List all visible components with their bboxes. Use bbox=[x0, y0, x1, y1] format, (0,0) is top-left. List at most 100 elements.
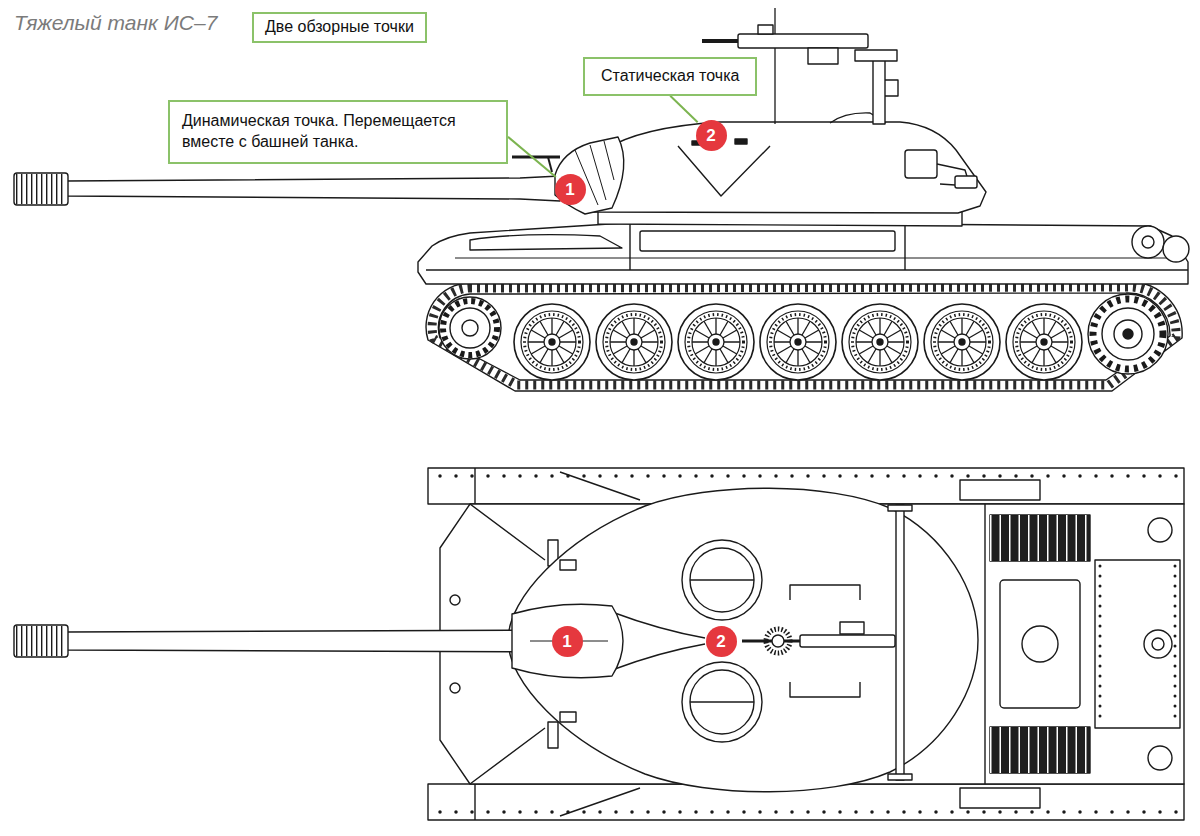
callout-number-text: 2 bbox=[716, 633, 725, 650]
turret-top bbox=[560, 560, 576, 570]
tank-top-view bbox=[14, 468, 1184, 820]
road-wheels bbox=[514, 304, 590, 380]
turret-top bbox=[888, 774, 912, 780]
callout-number: 1 bbox=[555, 174, 586, 205]
callout-number: 1 bbox=[552, 626, 583, 657]
fenders bbox=[440, 474, 1180, 478]
gun-barrel bbox=[14, 157, 560, 205]
hull-side bbox=[1132, 226, 1164, 258]
hull-top bbox=[1099, 566, 1102, 722]
road-wheels bbox=[1006, 304, 1082, 380]
turret-side bbox=[592, 113, 986, 226]
machine-gun bbox=[742, 622, 895, 653]
turret-top bbox=[612, 612, 705, 670]
callout-text: Динамическая точка. Перемещается вместе … bbox=[182, 111, 494, 153]
turret-side bbox=[955, 176, 977, 188]
hull-top bbox=[990, 727, 1090, 773]
turret-side bbox=[678, 146, 770, 196]
callout-box: Динамическая точка. Перемещается вместе … bbox=[168, 100, 508, 164]
gun-barrel bbox=[16, 174, 66, 204]
machine-gun bbox=[885, 80, 898, 96]
turret-top bbox=[560, 712, 576, 722]
machine-gun bbox=[766, 629, 790, 653]
hull-side bbox=[1163, 236, 1189, 262]
idler-wheel bbox=[450, 308, 490, 348]
turret-top bbox=[690, 701, 754, 702]
idler-wheel bbox=[462, 320, 478, 336]
gun-barrel bbox=[16, 626, 66, 656]
hull-top bbox=[1152, 638, 1164, 650]
track bbox=[438, 293, 1170, 380]
road-wheels bbox=[924, 304, 1000, 380]
leader-line bbox=[670, 96, 697, 122]
hull-top bbox=[990, 515, 1090, 561]
machine-gun bbox=[774, 8, 775, 124]
hull-side bbox=[426, 269, 1188, 270]
turret-top bbox=[508, 488, 978, 792]
callout-text: Статическая точка bbox=[601, 66, 739, 87]
callout-number: 2 bbox=[706, 626, 737, 657]
gun-barrel bbox=[66, 176, 560, 201]
turret-top bbox=[888, 505, 912, 511]
turret-top bbox=[508, 488, 978, 792]
hull-top bbox=[1144, 630, 1172, 658]
hull-top bbox=[984, 504, 985, 784]
road-wheels bbox=[760, 304, 836, 380]
turret-side bbox=[905, 150, 937, 178]
drive-sprocket bbox=[1123, 329, 1133, 339]
callout-number-text: 1 bbox=[565, 181, 574, 198]
drive-sprocket bbox=[1088, 294, 1168, 374]
leader-line bbox=[508, 137, 556, 177]
hull-top bbox=[1022, 626, 1058, 662]
turret-side bbox=[592, 122, 986, 213]
callout-text: Две обзорные точки bbox=[265, 17, 414, 38]
idler-wheel bbox=[443, 301, 497, 355]
callout-number-text: 1 bbox=[562, 633, 571, 650]
road-wheels bbox=[514, 304, 1082, 380]
hull-top bbox=[548, 722, 558, 748]
machine-gun bbox=[738, 34, 868, 48]
track bbox=[426, 282, 1182, 391]
machine-gun bbox=[772, 635, 784, 647]
hull-top bbox=[1000, 580, 1080, 708]
tank-side-view bbox=[14, 8, 1189, 391]
track bbox=[432, 287, 1176, 385]
machine-gun bbox=[808, 48, 838, 64]
turret-side bbox=[735, 139, 747, 144]
drive-sprocket bbox=[1088, 294, 1168, 374]
hull-top bbox=[450, 683, 460, 693]
gun-barrel bbox=[14, 625, 68, 657]
hull-side bbox=[1142, 236, 1154, 248]
drive-sprocket bbox=[1093, 299, 1163, 369]
machine-gun bbox=[840, 622, 864, 634]
machine-gun bbox=[800, 635, 895, 647]
gun-barrel bbox=[14, 625, 560, 657]
hull-side bbox=[418, 222, 1189, 284]
gun-mantlet bbox=[512, 604, 623, 678]
hull-side bbox=[640, 231, 895, 251]
hull-side bbox=[418, 222, 1188, 284]
idler-wheel bbox=[439, 297, 501, 359]
machine-gun bbox=[855, 50, 897, 61]
callout-number: 2 bbox=[696, 120, 727, 151]
track bbox=[426, 282, 1182, 391]
gun-barrel bbox=[14, 173, 68, 205]
machine-gun bbox=[873, 58, 885, 124]
road-wheels bbox=[596, 304, 672, 380]
hull-top bbox=[450, 595, 460, 605]
machine-gun bbox=[702, 39, 738, 43]
drive-sprocket bbox=[1102, 308, 1154, 360]
road-wheels bbox=[842, 304, 918, 380]
turret-top bbox=[682, 540, 762, 620]
hull-side bbox=[470, 235, 622, 250]
turret-top bbox=[896, 505, 904, 780]
hull-top bbox=[990, 727, 1090, 773]
gun-barrel bbox=[66, 630, 560, 652]
machine-gun bbox=[758, 25, 773, 34]
callout-box: Статическая точка bbox=[583, 57, 757, 96]
road-wheels bbox=[678, 304, 754, 380]
turret-top bbox=[690, 548, 754, 612]
drive-sprocket bbox=[1114, 320, 1142, 348]
